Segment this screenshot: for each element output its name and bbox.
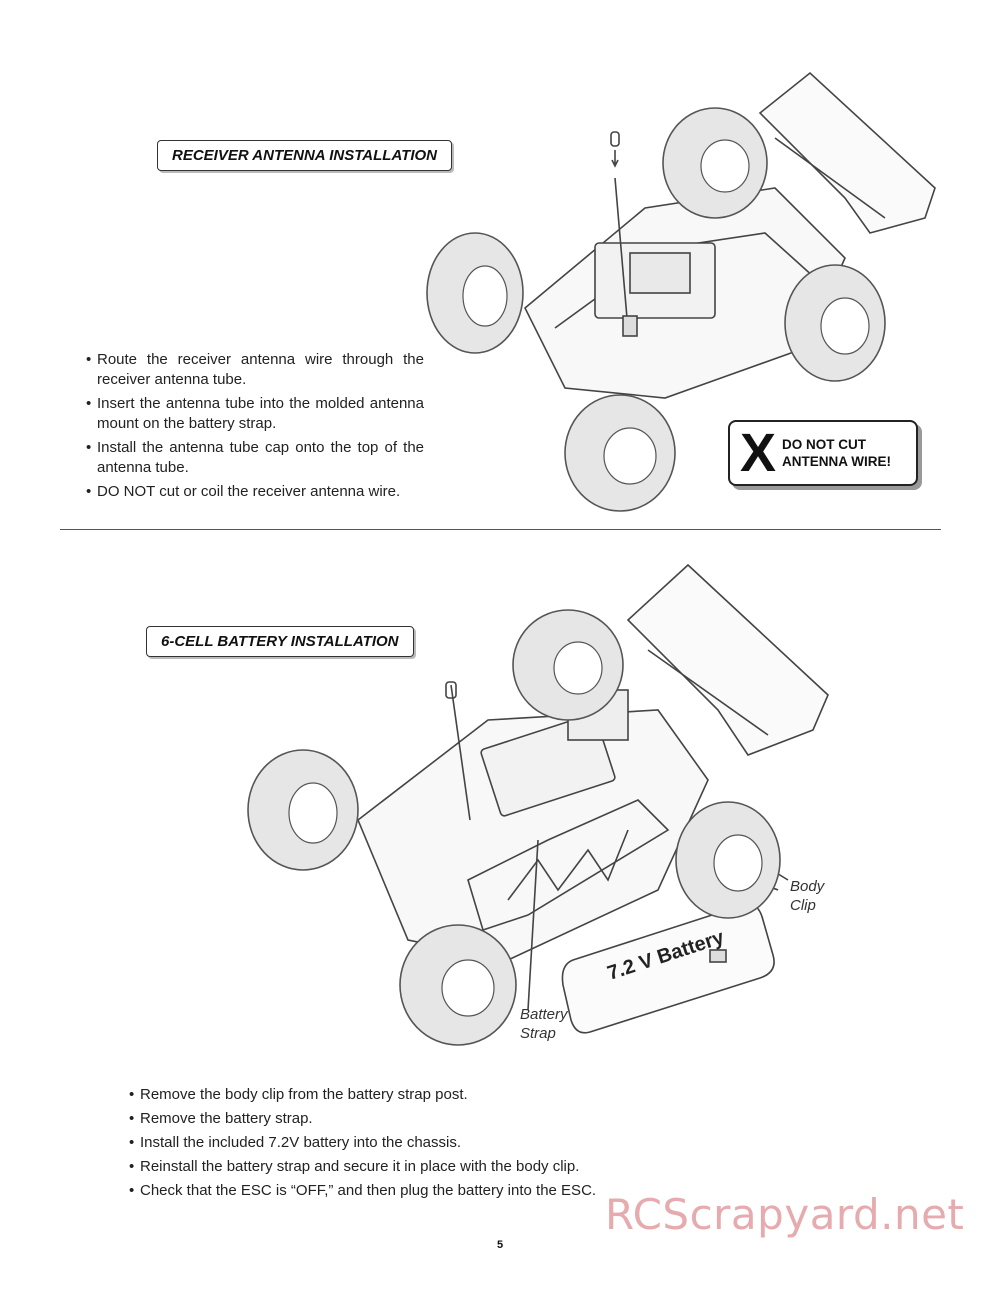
section-title-receiver-antenna: RECEIVER ANTENNA INSTALLATION xyxy=(157,140,452,171)
page-number: 5 xyxy=(496,1239,504,1251)
warning-line-1: DO NOT CUT xyxy=(782,437,867,452)
list-item: Install the antenna tube cap onto the to… xyxy=(86,438,424,478)
list-item: Insert the antenna tube into the molded … xyxy=(86,394,424,434)
body-clip-callout: Body Clip xyxy=(790,877,824,915)
antenna-instructions: Route the receiver antenna wire through … xyxy=(86,350,424,506)
battery-strap-callout: Battery Strap xyxy=(520,1005,568,1043)
callout-line: Body xyxy=(790,878,825,895)
list-item: Install the included 7.2V battery into t… xyxy=(129,1133,769,1153)
list-item: Reinstall the battery strap and secure i… xyxy=(129,1157,769,1177)
warning-line-2: ANTENNA WIRE! xyxy=(782,454,892,469)
callout-line: Strap xyxy=(520,1025,556,1042)
section-divider xyxy=(60,529,941,530)
watermark: RCScrapyard.net xyxy=(605,1190,965,1239)
list-item: Remove the body clip from the battery st… xyxy=(129,1085,769,1105)
battery-instructions: Remove the body clip from the battery st… xyxy=(129,1085,769,1205)
list-item: Check that the ESC is “OFF,” and then pl… xyxy=(129,1181,769,1201)
battery-installation-illustration: 7.2 V Battery xyxy=(247,563,829,1046)
list-item: Route the receiver antenna wire through … xyxy=(86,350,424,390)
callout-line: Battery xyxy=(520,1006,568,1023)
section-title-battery-installation: 6-CELL BATTERY INSTALLATION xyxy=(146,626,414,657)
list-item: DO NOT cut or coil the receiver antenna … xyxy=(86,482,424,502)
x-mark-icon: X xyxy=(740,423,777,483)
receiver-antenna-illustration xyxy=(426,71,936,512)
do-not-cut-warning: X DO NOT CUT ANTENNA WIRE! xyxy=(728,420,918,486)
list-item: Remove the battery strap. xyxy=(129,1109,769,1129)
callout-line: Clip xyxy=(790,897,816,914)
